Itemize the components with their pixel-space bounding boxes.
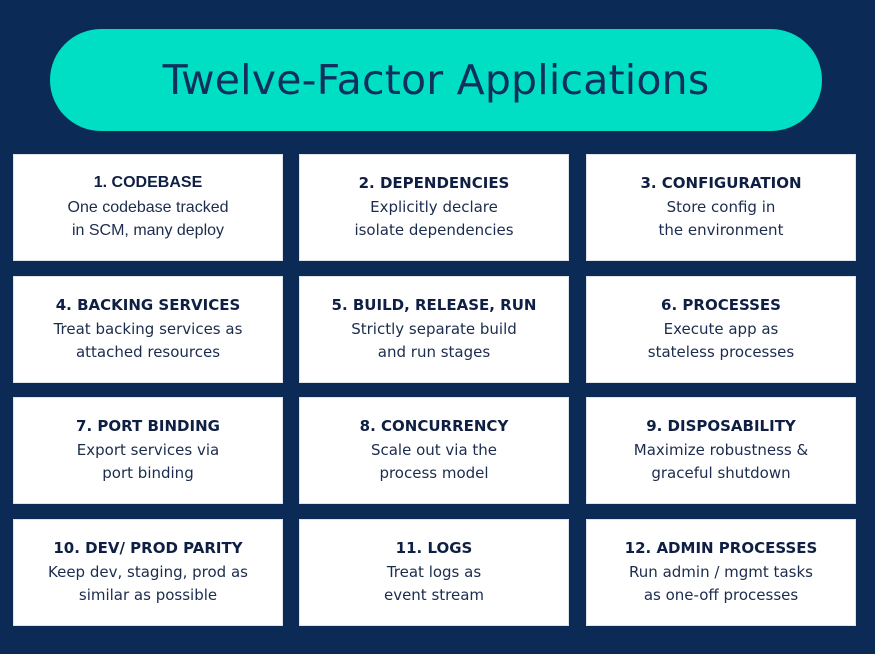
factor-card-processes: 6. PROCESSES Execute app as stateless pr… bbox=[586, 276, 856, 383]
factor-description-line: as one-off processes bbox=[643, 586, 799, 604]
factor-title: 7. PORT BINDING bbox=[76, 417, 220, 435]
factor-card-disposability: 9. DISPOSABILITY Maximize robustness & g… bbox=[586, 397, 856, 504]
factor-card-admin-processes: 12. ADMIN PROCESSES Run admin / mgmt tas… bbox=[586, 519, 856, 626]
factor-description-line: graceful shutdown bbox=[651, 464, 791, 482]
factor-description-line: the environment bbox=[658, 221, 784, 239]
factor-description-line: Maximize robustness & bbox=[633, 441, 809, 459]
factor-description-line: Run admin / mgmt tasks bbox=[629, 563, 813, 581]
factor-description-line: Treat logs as bbox=[386, 563, 482, 581]
factor-description-line: Strictly separate build bbox=[351, 320, 517, 338]
factor-title: 1. CODEBASE bbox=[93, 174, 203, 191]
title-banner: Twelve-Factor Applications bbox=[50, 29, 822, 131]
factor-card-port-binding: 7. PORT BINDING Export services via port… bbox=[13, 397, 283, 504]
factor-card-configuration: 3. CONFIGURATION Store config in the env… bbox=[586, 154, 856, 261]
factor-description-line: Export services via bbox=[76, 441, 220, 459]
factor-description-line: Explicitly declare bbox=[370, 198, 498, 216]
factor-description-line: port binding bbox=[102, 464, 194, 482]
factor-description-line: in SCM, many deploy bbox=[71, 222, 225, 239]
factor-title: 4. BACKING SERVICES bbox=[55, 296, 241, 314]
factor-description-line: Execute app as bbox=[663, 320, 779, 338]
factor-description-line: Scale out via the bbox=[370, 441, 498, 459]
factor-description-line: Keep dev, staging, prod as bbox=[48, 563, 248, 581]
factor-title: 10. DEV/ PROD PARITY bbox=[53, 539, 243, 557]
factor-description-line: stateless processes bbox=[647, 343, 795, 361]
factor-description-line: and run stages bbox=[377, 343, 491, 361]
factor-description-line: Store config in bbox=[666, 198, 776, 216]
factor-card-codebase: 1. CODEBASE One codebase tracked in SCM,… bbox=[13, 154, 283, 261]
factor-description-line: attached resources bbox=[75, 343, 221, 361]
factor-title: 6. PROCESSES bbox=[661, 296, 781, 314]
factor-title: 12. ADMIN PROCESSES bbox=[624, 539, 818, 557]
factor-card-logs: 11. LOGS Treat logs as event stream bbox=[299, 519, 569, 626]
factor-card-dev-prod-parity: 10. DEV/ PROD PARITY Keep dev, staging, … bbox=[13, 519, 283, 626]
factor-title: 9. DISPOSABILITY bbox=[646, 417, 796, 435]
factor-title: 3. CONFIGURATION bbox=[640, 174, 802, 192]
factor-card-backing-services: 4. BACKING SERVICES Treat backing servic… bbox=[13, 276, 283, 383]
factor-description-line: isolate dependencies bbox=[354, 221, 514, 239]
factor-description-line: Treat backing services as bbox=[53, 320, 243, 338]
factor-description-line: One codebase tracked bbox=[67, 199, 229, 216]
factor-title: 2. DEPENDENCIES bbox=[358, 174, 510, 192]
factor-description-line: similar as possible bbox=[78, 586, 218, 604]
factor-description-line: event stream bbox=[383, 586, 485, 604]
page-title: Twelve-Factor Applications bbox=[162, 56, 710, 104]
factor-description-line: process model bbox=[379, 464, 489, 482]
factor-title: 11. LOGS bbox=[395, 539, 473, 557]
factor-card-dependencies: 2. DEPENDENCIES Explicitly declare isola… bbox=[299, 154, 569, 261]
factor-card-concurrency: 8. CONCURRENCY Scale out via the process… bbox=[299, 397, 569, 504]
factor-card-build-release-run: 5. BUILD, RELEASE, RUN Strictly separate… bbox=[299, 276, 569, 383]
factor-title: 5. BUILD, RELEASE, RUN bbox=[331, 296, 537, 314]
factor-title: 8. CONCURRENCY bbox=[359, 417, 509, 435]
